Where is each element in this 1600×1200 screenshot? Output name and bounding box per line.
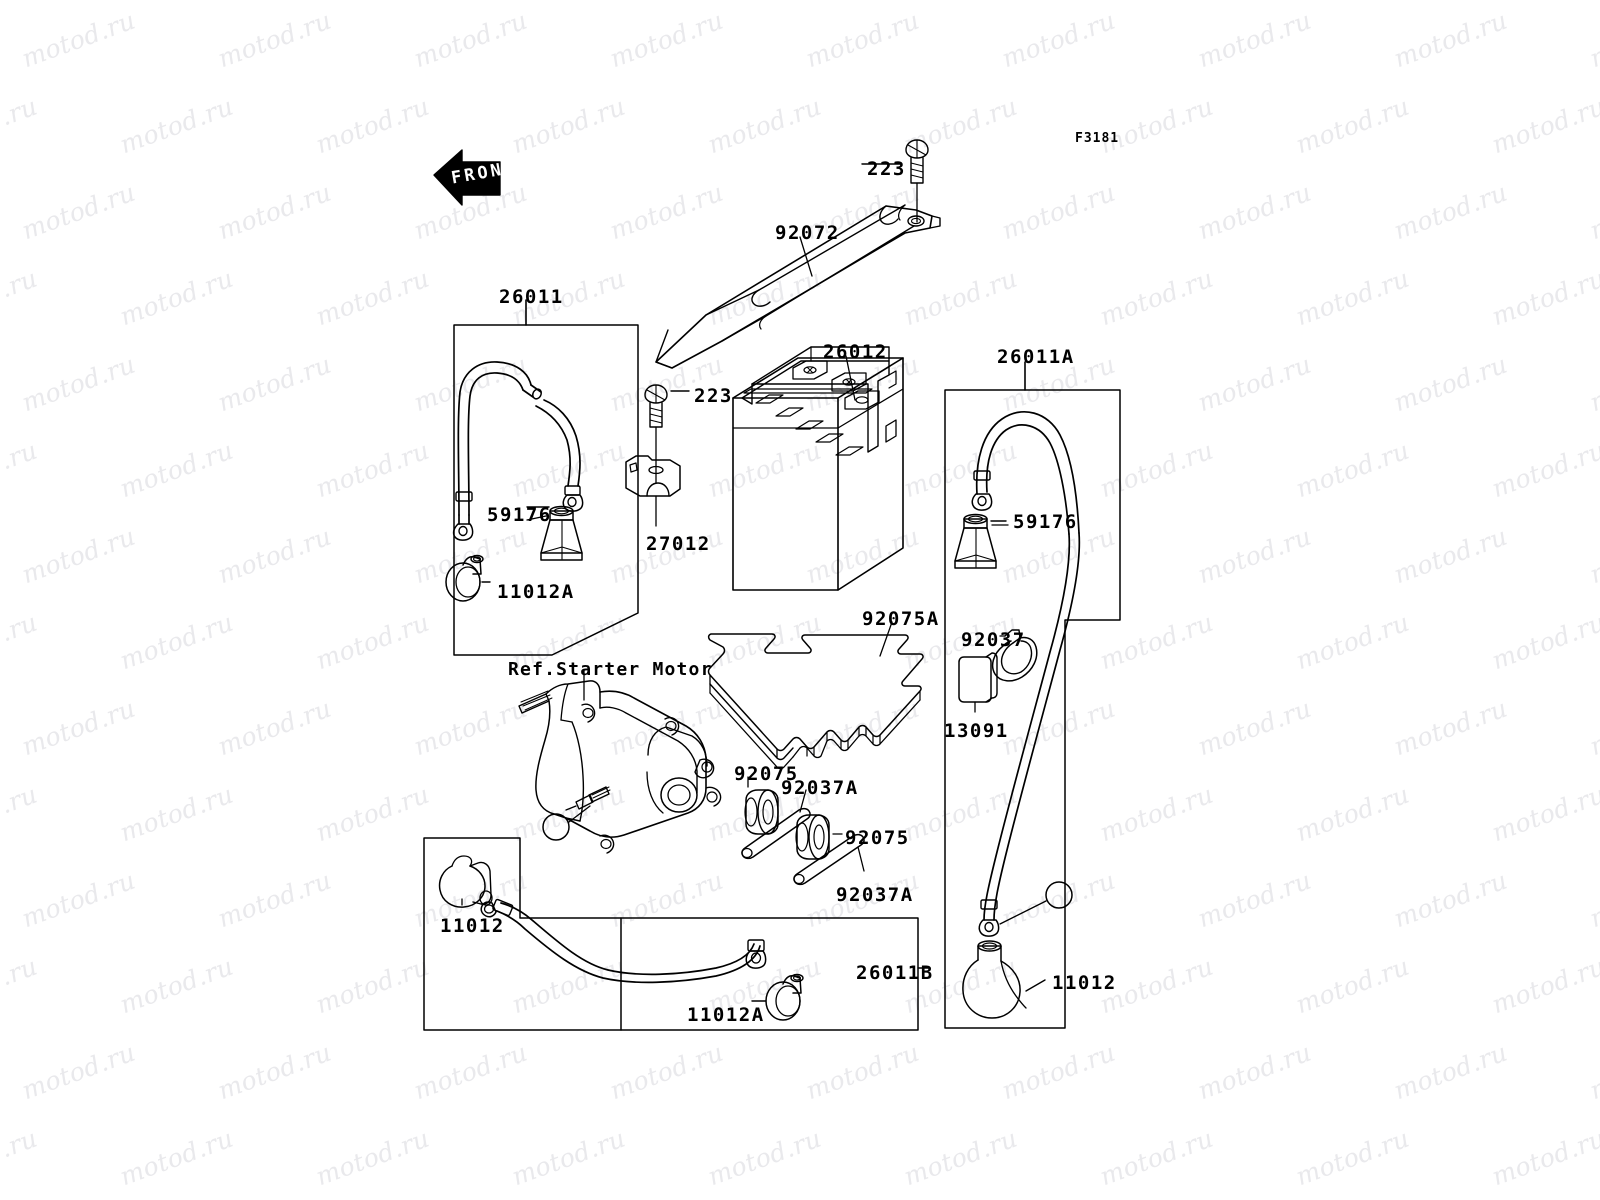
leader-59176-left bbox=[526, 515, 547, 521]
battery-26012 bbox=[732, 346, 904, 591]
terminal-cap-59176-left bbox=[526, 505, 583, 561]
part-label-p11012b: 11012 bbox=[1052, 972, 1117, 994]
part-label-code: F3181 bbox=[1075, 131, 1120, 146]
part-label-p223a: 223 bbox=[867, 158, 906, 180]
cable-band-92037A-upper bbox=[741, 789, 811, 860]
part-label-p13091: 13091 bbox=[944, 720, 1009, 742]
panel-26011B bbox=[423, 837, 929, 1031]
part-label-p59176b: 59176 bbox=[1013, 511, 1078, 533]
cable-cap-11012A-bottom bbox=[751, 973, 804, 1021]
cable-cap-11012A-left bbox=[445, 554, 491, 602]
panel-26011A bbox=[944, 361, 1121, 1029]
terminal-cap-59176-right bbox=[954, 513, 1007, 569]
part-label-p92037Ab: 92037A bbox=[836, 884, 914, 906]
part-label-p59176a: 59176 bbox=[487, 504, 552, 526]
part-label-p26011B: 26011B bbox=[856, 962, 934, 984]
part-label-p92037: 92037 bbox=[961, 629, 1026, 651]
part-label-p11012a: 11012 bbox=[440, 915, 505, 937]
part-label-p11012Ab: 11012A bbox=[687, 1004, 765, 1026]
callout-marker-A-left bbox=[542, 805, 591, 841]
damper-grommet-92075-upper bbox=[744, 776, 779, 835]
part-label-p11012Aa: 11012A bbox=[497, 581, 575, 603]
battery-band-92072 bbox=[655, 204, 941, 369]
holder-block-13091 bbox=[958, 652, 998, 713]
cable-band-92037A-lower bbox=[793, 833, 865, 886]
panel-26011 bbox=[453, 299, 639, 656]
part-label-p92037Aa: 92037A bbox=[781, 777, 859, 799]
part-label-p92075A: 92075A bbox=[862, 608, 940, 630]
terminal-boot-11012-right bbox=[962, 940, 1046, 1019]
front-arrow-icon bbox=[433, 149, 501, 206]
cable-26011B bbox=[480, 898, 767, 984]
part-label-p26011A: 26011A bbox=[997, 346, 1075, 368]
callout-marker-A-right bbox=[999, 881, 1073, 925]
part-label-p92075a: 92075 bbox=[734, 763, 799, 785]
part-label-p223b: 223 bbox=[694, 385, 733, 407]
cable-26011 bbox=[452, 361, 584, 541]
starter-motor bbox=[518, 680, 722, 854]
screw-223-mid bbox=[644, 384, 690, 484]
terminal-boot-11012-left bbox=[438, 855, 493, 908]
clamp-bracket-27012 bbox=[625, 455, 681, 527]
part-label-p26012: 26012 bbox=[823, 341, 888, 363]
cable-26011A bbox=[971, 410, 1081, 937]
part-label-refmotor: Ref.Starter Motor bbox=[508, 659, 713, 680]
leader-92072 bbox=[799, 236, 813, 277]
leader-92075A bbox=[879, 621, 893, 657]
part-label-p27012: 27012 bbox=[646, 533, 711, 555]
clamp-loop-92037 bbox=[991, 629, 1038, 682]
leader-26012 bbox=[845, 355, 856, 401]
part-label-p92075b: 92075 bbox=[845, 827, 910, 849]
screw-223-top bbox=[861, 139, 929, 223]
part-label-p92072: 92072 bbox=[775, 222, 840, 244]
damper-mat-92075A bbox=[707, 633, 924, 770]
damper-grommet-92075-lower bbox=[795, 814, 843, 860]
part-label-p26011: 26011 bbox=[499, 286, 564, 308]
